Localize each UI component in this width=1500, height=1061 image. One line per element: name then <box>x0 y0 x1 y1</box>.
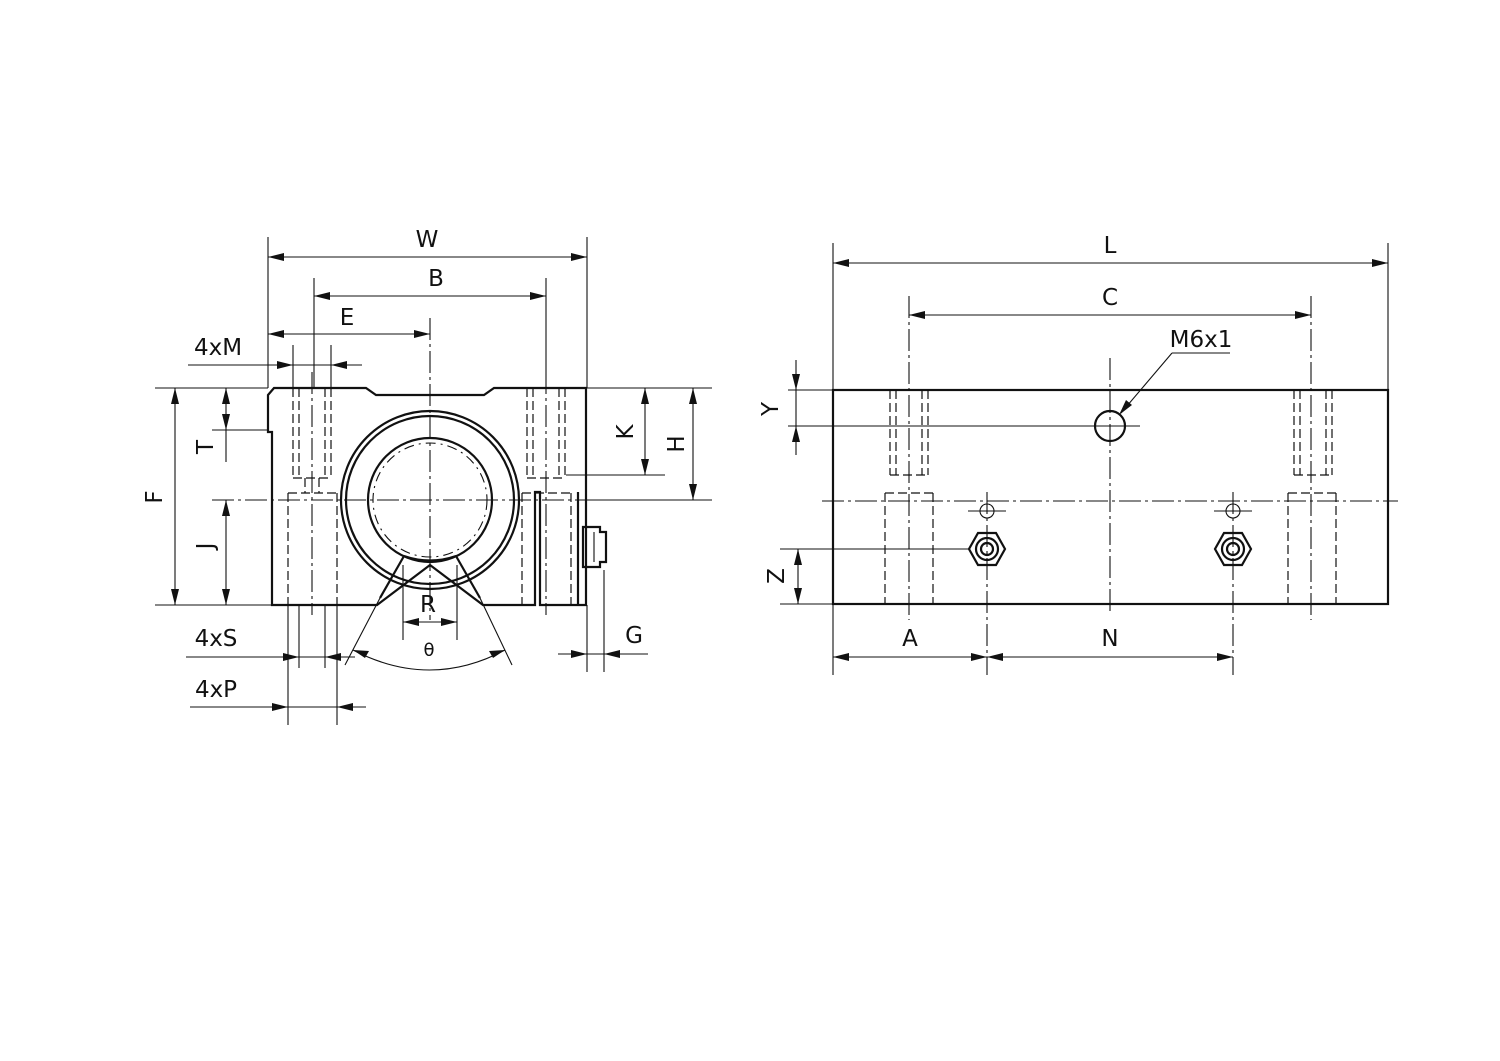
label-T: T <box>193 439 219 455</box>
side-view: L C M6x1 Y Z A N <box>758 233 1398 675</box>
label-Z: Z <box>764 568 790 584</box>
label-Y: Y <box>758 401 784 417</box>
side-extension-lines <box>780 243 1389 675</box>
label-B: B <box>428 266 444 292</box>
front-dimension-labels: W B E 4xM F T J K H 4xS 4xP R θ G <box>142 227 690 703</box>
right-bolt-hole-hidden <box>521 372 572 615</box>
label-N: N <box>1101 626 1118 652</box>
side-dimension-lines <box>792 259 1388 661</box>
label-4xP: 4xP <box>195 677 237 703</box>
label-K: K <box>613 424 639 440</box>
label-R: R <box>420 592 436 618</box>
label-E: E <box>340 305 355 331</box>
label-A: A <box>902 626 918 652</box>
side-left-bolt-hole-hidden <box>884 296 934 620</box>
right-set-screw <box>1213 503 1253 567</box>
label-C: C <box>1102 285 1118 311</box>
side-dimension-labels: L C M6x1 Y Z A N <box>758 233 1232 652</box>
front-centerlines <box>212 318 594 620</box>
lube-port <box>788 409 1140 443</box>
side-right-bolt-hole-hidden <box>1287 296 1337 620</box>
label-H: H <box>664 435 690 452</box>
side-centerlines <box>822 358 1398 675</box>
label-4xM: 4xM <box>194 335 242 361</box>
label-F: F <box>142 490 168 503</box>
label-theta: θ <box>423 640 434 661</box>
label-G: G <box>625 623 643 649</box>
front-view: W B E 4xM F T J K H 4xS 4xP R θ G <box>142 227 712 725</box>
front-housing-outline <box>266 386 608 607</box>
label-W: W <box>416 227 439 253</box>
left-bolt-hole-hidden <box>287 372 338 615</box>
label-4xS: 4xS <box>195 626 238 652</box>
left-set-screw <box>967 503 1007 567</box>
label-M6x1: M6x1 <box>1170 327 1233 353</box>
label-L: L <box>1104 233 1117 259</box>
front-dimension-lines <box>171 253 697 711</box>
label-J: J <box>193 543 219 552</box>
front-extension-lines <box>155 237 712 725</box>
